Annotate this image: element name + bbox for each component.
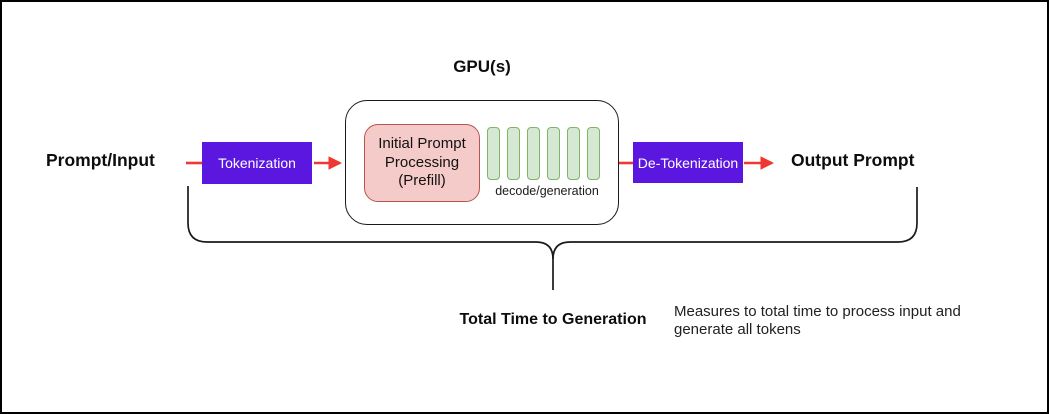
gpu-title: GPU(s) [453, 57, 511, 76]
decode-token-bar [487, 127, 500, 180]
decode-token-bar [567, 127, 580, 180]
measures-note: Measures to total time to process input … [674, 303, 961, 339]
detokenization-box: De-Tokenization [633, 142, 743, 183]
decode-generation-label: decode/generation [495, 184, 599, 198]
decode-token-bar [507, 127, 520, 180]
output-prompt-label: Output Prompt [791, 150, 915, 170]
decode-token-bar [527, 127, 540, 180]
decode-bars [487, 127, 600, 180]
detokenization-label: De-Tokenization [637, 154, 739, 171]
prompt-input-label: Prompt/Input [46, 150, 155, 170]
total-time-label: Total Time to Generation [459, 311, 647, 328]
prefill-label: Initial Prompt Processing (Prefill) [378, 134, 466, 190]
tokenization-label: Tokenization [218, 155, 296, 171]
prefill-box: Initial Prompt Processing (Prefill) [364, 124, 480, 202]
decode-token-bar [547, 127, 560, 180]
decode-token-bar [587, 127, 600, 180]
tokenization-box: Tokenization [202, 142, 312, 184]
